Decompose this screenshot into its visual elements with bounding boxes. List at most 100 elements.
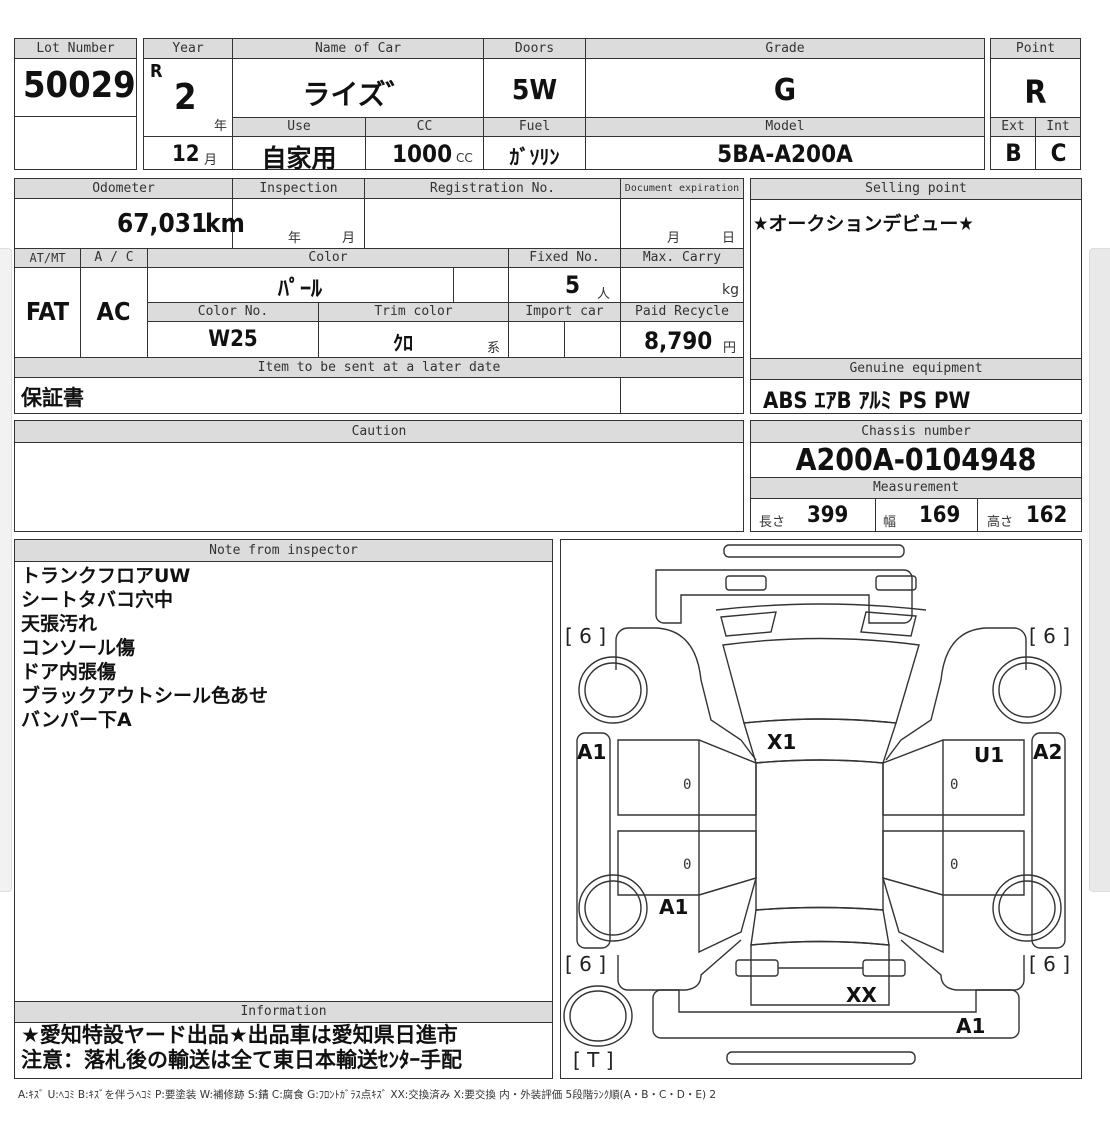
door-mark: 0 [950,777,959,793]
month-divider [144,136,232,137]
import-label: Import car [508,302,621,322]
details-block: Odometer Inspection Registration No. Doc… [14,178,744,414]
height-label: 高さ [987,515,1014,530]
length: 399 [807,503,849,528]
inspector-label: Note from inspector [14,539,553,562]
caution-block: Caution [14,420,744,532]
selling-text: ★オークションデビュー★ [753,213,974,235]
damage-mark-xx: XX [846,983,877,1007]
use-label: Use [232,117,366,137]
lot-number: 50029 [23,65,136,106]
doc-exp-day-unit: 日 [722,231,736,246]
year-cell [232,58,233,169]
ext-label: Ext [990,117,1036,137]
damage-mark-u1: U1 [974,743,1005,767]
month: 12 [172,142,200,167]
recycle-unit: 円 [723,341,737,356]
atmt-label: AT/MT [14,248,81,268]
name-label: Name of Car [232,38,484,59]
spare-tire-rating: [ T ] [573,1048,614,1072]
later-label: Item to be sent at a later date [14,357,744,378]
int-score: C [1050,139,1067,167]
length-label: 長さ [759,515,786,530]
chassis-label: Chassis number [750,420,1082,443]
ac-label: A / C [80,248,148,268]
rear-right-tire-rating: [ 6 ] [1029,952,1071,976]
recycle: 8,790 [644,327,713,355]
damage-mark-a2: A2 [1033,740,1063,764]
max-carry-label: Max. Carry [620,248,744,268]
caution-label: Caution [14,420,744,443]
trim: ｸﾛ [393,331,413,355]
inspector-block: Note from inspector トランクフロアUW シートタバコ穴中 天… [14,539,553,1079]
information-line: ★愛知特設ヤード出品★出品車は愛知県日進市 [21,1023,458,1047]
car-diagram: [ 6 ] [ 6 ] [ 6 ] [ 6 ] [ T ] X1 A1 U1 A… [560,539,1082,1079]
next-nav-panel[interactable] [1089,248,1110,892]
inspector-notes: トランクフロアUW シートタバコ穴中 天張汚れ コンソール傷 ドア内張傷 ブラッ… [21,564,268,732]
odometer: 67,031 [117,209,208,239]
height: 162 [1026,503,1068,528]
selling-label: Selling point [750,178,1082,200]
fuel: ｶﾞｿﾘﾝ [509,145,560,169]
damage-mark-a1-front-left: A1 [577,740,607,764]
rear-left-tire-rating: [ 6 ] [565,952,607,976]
chassis-number: A200A-0104948 [795,443,1037,478]
trim-unit: 系 [487,341,501,356]
prev-nav-panel[interactable] [0,248,12,892]
inspection-year-unit: 年 [288,231,302,246]
width: 169 [919,503,961,528]
door-mark: 0 [950,857,959,873]
information-label: Information [14,1001,553,1023]
month-unit: 月 [204,153,218,168]
max-carry-unit: kg [722,282,739,298]
information-line: 注意：落札後の輸送は全て東日本輸送ｾﾝﾀｰ手配 [21,1048,462,1072]
year-label: Year [143,38,233,59]
color-no: W25 [208,327,258,352]
registration-label: Registration No. [364,178,621,199]
width-label: 幅 [883,515,897,530]
lot-divider [15,116,136,117]
car-name: ライズ゛ [302,78,414,111]
cc-label: CC [365,117,484,137]
door-mark: 0 [683,857,692,873]
inspector-note: ドア内張傷 [21,661,117,683]
inspector-note: 天張汚れ [21,613,98,635]
color: ﾊﾟｰﾙ [277,277,322,302]
equipment: ABS ｴｱB ｱﾙﾐ PS PW [763,389,971,414]
inspection-month-unit: 月 [342,231,356,246]
later-items: 保証書 [21,386,84,410]
cc-unit: CC [456,151,473,165]
chassis-block: Chassis number A200A-0104948 Measurement… [750,420,1082,532]
fixed-label: Fixed No. [508,248,621,268]
grade: G [773,73,797,108]
trim-label: Trim color [318,302,509,322]
doors: 5W [511,73,558,106]
fixed-unit: 人 [597,287,611,302]
damage-mark-x1: X1 [767,730,797,754]
cc: 1000 [392,140,453,168]
lot-number-label: Lot Number [14,38,137,59]
model: 5BA-A200A [717,140,853,168]
int-label: Int [1035,117,1081,137]
lot-number-block: Lot Number 50029 [14,38,137,170]
atmt: FAT [25,297,70,326]
front-left-tire-rating: [ 6 ] [565,624,607,648]
doc-exp-month-unit: 月 [667,231,681,246]
inspector-note: トランクフロアUW [21,565,191,587]
damage-mark-a1-rear-bumper: A1 [956,1014,986,1038]
information-text: ★愛知特設ヤード出品★出品車は愛知県日進市 注意：落札後の輸送は全て東日本輸送ｾ… [21,1023,462,1073]
grade-label: Grade [585,38,985,59]
inspector-note: コンソール傷 [21,637,136,659]
inspector-note: ブラックアウトシール色あせ [21,685,269,707]
color-no-label: Color No. [147,302,319,322]
recycle-label: Paid Recycle [620,302,744,322]
legend: A:ｷｽﾞ U:ﾍｺﾐ B:ｷｽﾞを伴うﾍｺﾐ P:要塗装 W:補修跡 S:錆 … [18,1089,717,1101]
door-mark: 0 [683,777,692,793]
inspection-label: Inspection [232,178,365,199]
fixed: 5 [565,271,581,299]
year-unit: 年 [214,119,228,134]
point-label: Point [990,38,1081,59]
fuel-label: Fuel [483,117,586,137]
damage-mark-a1-rear-left: A1 [659,895,689,919]
measurement-label: Measurement [750,477,1082,499]
